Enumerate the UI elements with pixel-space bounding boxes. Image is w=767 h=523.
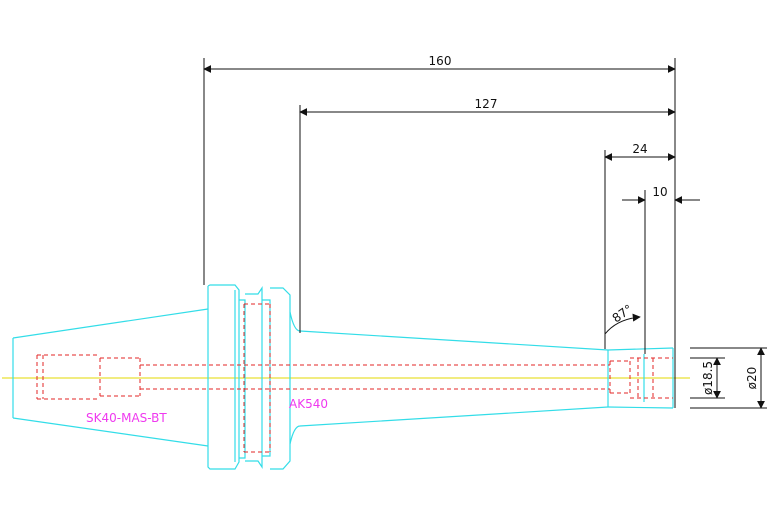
bore-diameter-label: ø18.5 [701, 361, 715, 395]
dimension-127-label: 127 [475, 97, 498, 111]
extension-label: AK540 [289, 397, 328, 411]
tool-outline [12, 284, 674, 470]
hidden-lines [36, 303, 673, 453]
angle-label: 87° [610, 302, 635, 326]
dimension-10-label: 10 [652, 185, 667, 199]
dimension-lines [203, 58, 767, 409]
outer-diameter-label: ø20 [745, 367, 759, 390]
dimension-24-label: 24 [632, 142, 647, 156]
holder-label: SK40-MAS-BT [86, 411, 167, 425]
dimension-160-label: 160 [429, 54, 452, 68]
